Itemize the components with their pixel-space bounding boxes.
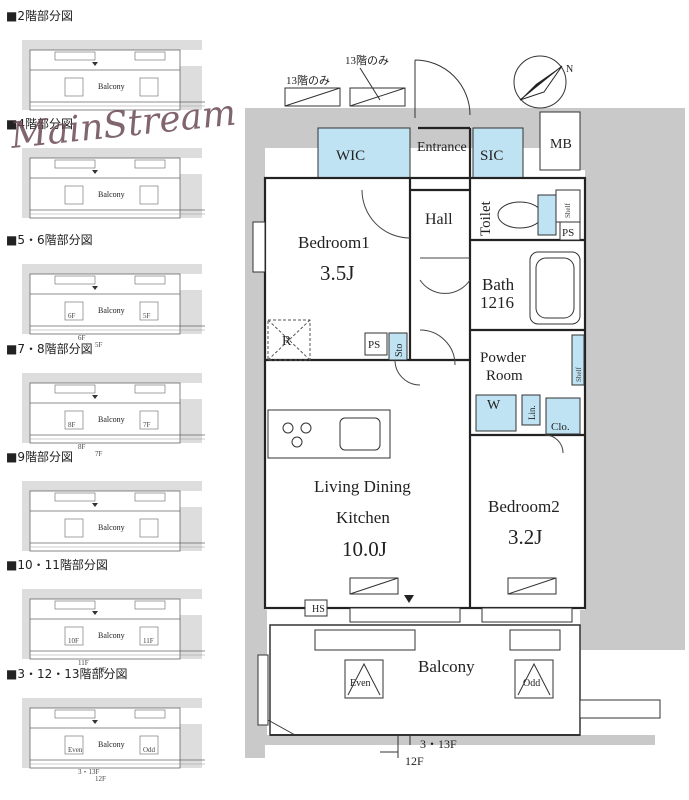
label-floor-3-13: 3・13F — [420, 737, 457, 751]
side-panel: ■2階部分図 Balcony — [6, 8, 205, 111]
side-panel-title: ■5・6階部分図 — [6, 232, 93, 247]
side-panel-mark: 6F — [68, 312, 76, 320]
room-bedroom1-size: 3.5J — [320, 261, 354, 285]
side-panel: ■9階部分図 Balcony — [6, 449, 205, 552]
label-lin: Lin. — [527, 405, 537, 420]
side-panel-balcony: Balcony — [98, 82, 125, 91]
side-panels: ■2階部分図 Balcony ■4階部分図 Balcony ■5・6階部分図 Balcon… — [6, 8, 205, 783]
label-shelf2: Shelf — [575, 367, 583, 382]
room-ldk-line2: Kitchen — [336, 508, 390, 527]
label-shelf: Shelf — [564, 203, 572, 218]
side-panel-balcony: Balcony — [98, 523, 125, 532]
label-clo: Clo. — [551, 421, 570, 433]
room-mb: MB — [550, 137, 572, 152]
room-sic: SIC — [480, 148, 503, 164]
side-panel-balcony: Balcony — [98, 306, 125, 315]
label-odd: Odd — [523, 678, 540, 689]
side-panel-title: ■3・12・13階部分図 — [6, 666, 128, 681]
room-bath: Bath — [482, 275, 515, 294]
room-wic: WIC — [336, 148, 365, 164]
room-powder: Powder — [480, 350, 526, 366]
side-panel-mark: 11F — [78, 659, 89, 667]
side-panel-balcony: Balcony — [98, 415, 125, 424]
side-panel-mark: 5F — [143, 312, 151, 320]
label-sto: Sto — [394, 344, 405, 357]
side-panel-mark: 11F — [143, 637, 154, 645]
label-w: W — [487, 398, 501, 413]
side-panel-mark: 8F — [78, 443, 86, 451]
side-panel-mark: 8F — [68, 421, 76, 429]
side-panel: ■10・11階部分図 Balcony 10F 11F 11F 10F — [6, 557, 205, 674]
room-bedroom2-size: 3.2J — [508, 525, 542, 549]
label-ps-mid: PS — [368, 339, 380, 351]
side-panel: ■7・8階部分図 Balcony 8F 7F 8F 7F — [6, 341, 205, 458]
room-ldk-size: 10.0J — [342, 537, 387, 561]
side-panel-mark: 12F — [95, 775, 106, 783]
main-floor-plan: 13階のみ 13階のみ — [245, 53, 685, 758]
side-panel-title: ■7・8階部分図 — [6, 341, 93, 356]
note-13f-b: 13階のみ — [345, 53, 389, 67]
label-ps-top: PS — [562, 227, 574, 239]
room-powder-room: Room — [486, 368, 523, 384]
side-panel: ■4階部分図 Balcony — [6, 116, 205, 219]
side-panel-mark: 5F — [95, 341, 103, 349]
label-hs: HS — [312, 604, 325, 615]
side-panel-balcony: Balcony — [98, 631, 125, 640]
side-panel-title: ■9階部分図 — [6, 449, 73, 464]
side-panel-title: ■2階部分図 — [6, 8, 73, 23]
side-panel-balcony: Balcony — [98, 190, 125, 199]
side-panel-balcony: Balcony — [98, 740, 125, 749]
room-bath-size: 1216 — [480, 293, 514, 312]
room-bedroom1: Bedroom1 — [298, 233, 370, 252]
side-panel-mark: 6F — [78, 334, 86, 342]
side-panel-title: ■4階部分図 — [6, 116, 73, 131]
side-panel-title: ■10・11階部分図 — [6, 557, 108, 572]
compass-label: N — [566, 64, 573, 75]
side-panel: ■5・6階部分図 Balcony 6F 5F 6F 5F — [6, 232, 205, 349]
side-panel-mark: 10F — [95, 666, 106, 674]
room-bedroom2: Bedroom2 — [488, 497, 560, 516]
side-panel-mark: Even — [68, 746, 83, 754]
compass-icon: N — [513, 55, 573, 109]
label-floor-12: 12F — [405, 754, 424, 768]
side-panel-mark: 10F — [68, 637, 79, 645]
room-hall: Hall — [425, 211, 453, 228]
label-r: R — [282, 334, 292, 349]
side-panel-mark: 3・13F — [78, 768, 99, 776]
note-13f-a: 13階のみ — [286, 73, 330, 87]
room-labels: WIC Entrance SIC MB Hall Toilet Shelf PS… — [282, 137, 583, 768]
label-even: Even — [350, 678, 371, 689]
room-entrance: Entrance — [417, 140, 467, 155]
side-panel-mark: 7F — [95, 450, 103, 458]
room-toilet: Toilet — [478, 200, 494, 236]
side-panel-mark: Odd — [143, 746, 156, 754]
room-balcony: Balcony — [418, 657, 475, 676]
side-panel-mark: 7F — [143, 421, 151, 429]
room-ldk-line1: Living Dining — [314, 477, 411, 496]
